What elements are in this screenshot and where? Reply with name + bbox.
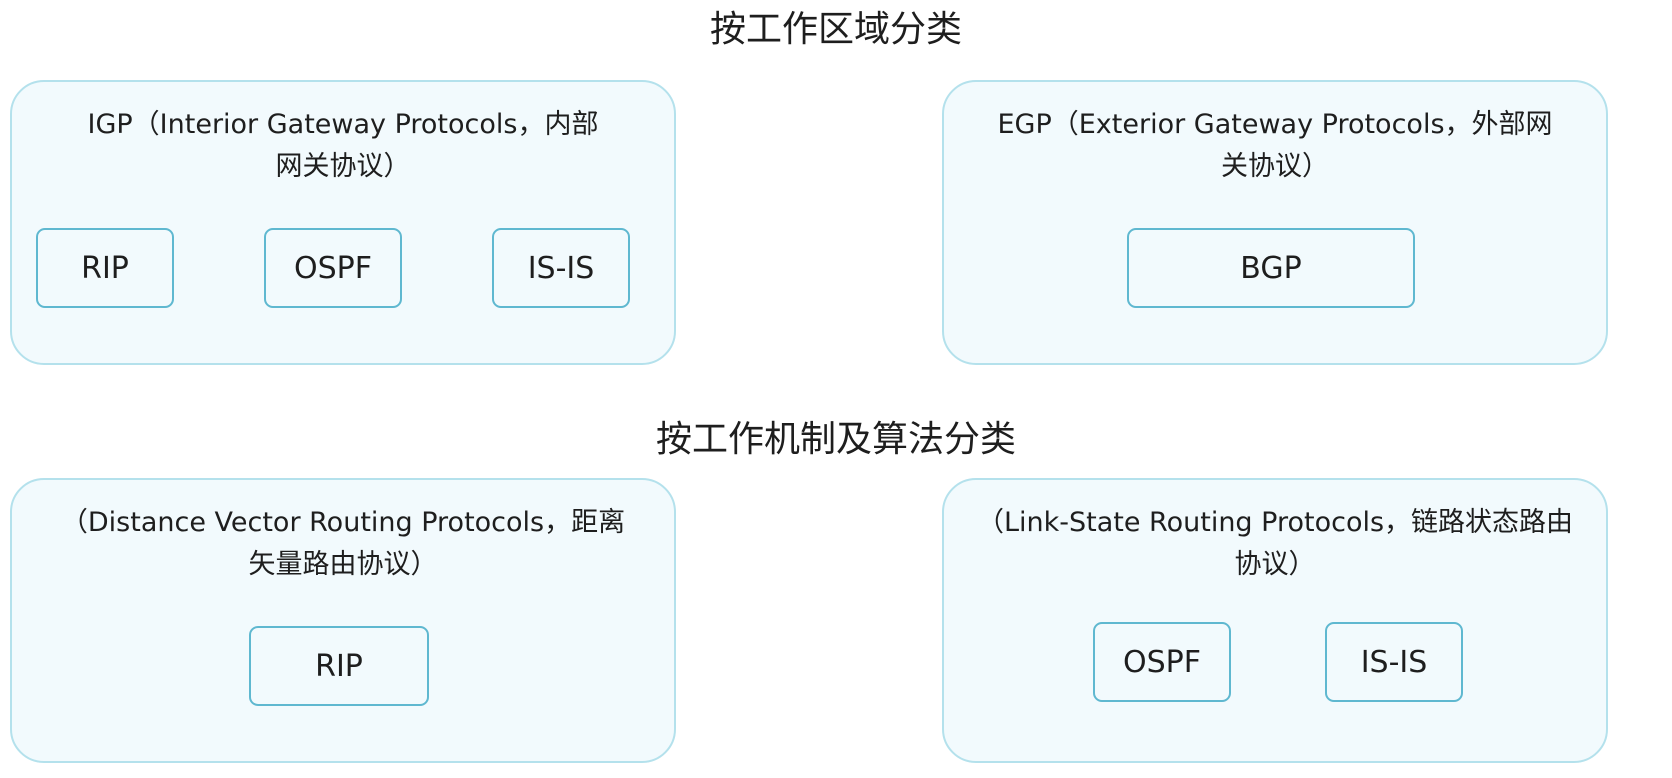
ls-isis-box: IS-IS (1325, 622, 1463, 702)
igp-isis-box: IS-IS (492, 228, 630, 308)
igp-panel: IGP（Interior Gateway Protocols，内部网关协议） R… (10, 80, 676, 365)
link-state-panel: （Link-State Routing Protocols，链路状态路由协议） … (942, 478, 1608, 763)
heading-work-area: 按工作区域分类 (709, 9, 962, 50)
igp-rip-box: RIP (36, 228, 174, 308)
link-state-title: （Link-State Routing Protocols，链路状态路由协议） (976, 507, 1574, 580)
distance-vector-title: （Distance Vector Routing Protocols，距离矢量路… (60, 507, 626, 580)
egp-panel: EGP（Exterior Gateway Protocols，外部网关协议） B… (942, 80, 1608, 365)
ls-ospf-box: OSPF (1093, 622, 1231, 702)
egp-bgp-box: BGP (1127, 228, 1415, 308)
heading-work-mechanism: 按工作机制及算法分类 (655, 419, 1016, 460)
igp-title: IGP（Interior Gateway Protocols，内部网关协议） (87, 109, 599, 182)
dv-rip-box: RIP (249, 626, 429, 706)
egp-title: EGP（Exterior Gateway Protocols，外部网关协议） (997, 109, 1553, 182)
distance-vector-panel: （Distance Vector Routing Protocols，距离矢量路… (10, 478, 676, 763)
igp-ospf-box: OSPF (264, 228, 402, 308)
